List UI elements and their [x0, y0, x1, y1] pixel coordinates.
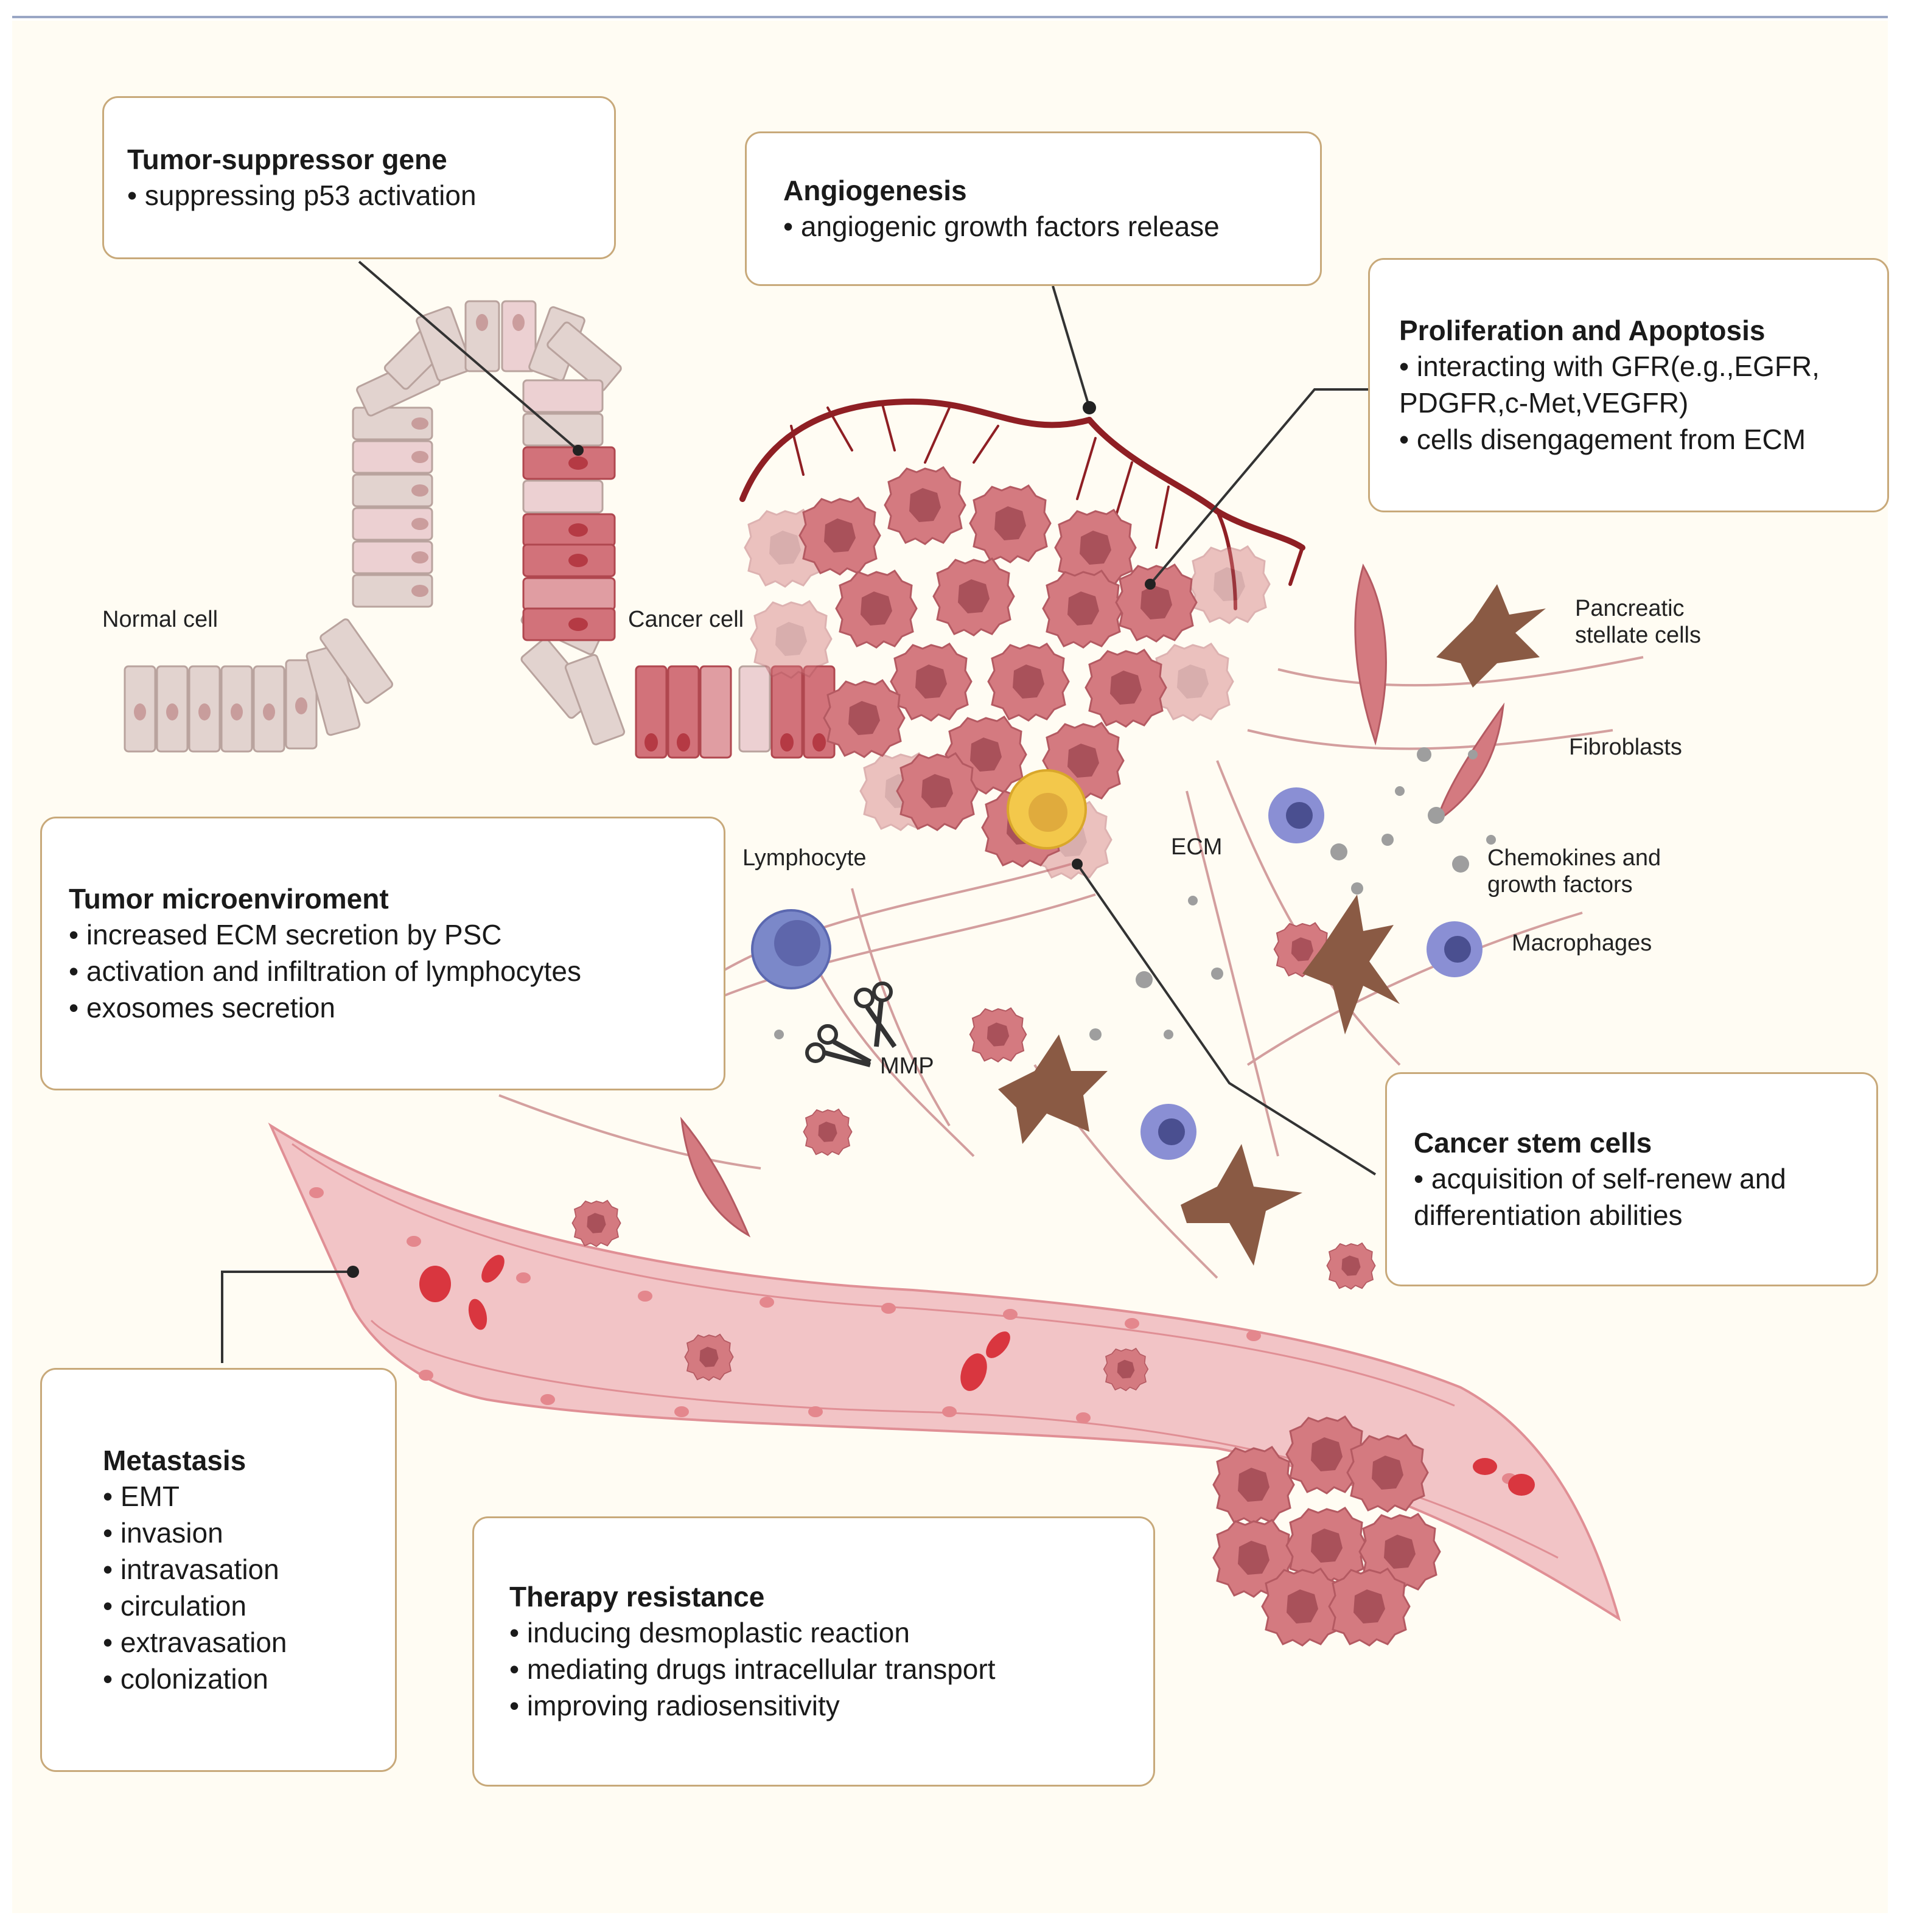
cancer-cell-label: Cancer cell	[628, 607, 744, 632]
label-line: growth factors	[1487, 872, 1633, 898]
chemokines-label: Chemokines and growth factors	[1487, 845, 1661, 898]
cancer-stem-cell	[1007, 769, 1087, 849]
box-item: • circulation	[103, 1590, 246, 1622]
box-item: differentiation abilities	[1414, 1199, 1683, 1231]
box-item: • acquisition of self-renew and	[1414, 1163, 1786, 1194]
box-item: • invasion	[103, 1517, 223, 1549]
box-item: • increased ECM secretion by PSC	[69, 919, 502, 950]
immune-cells	[751, 787, 1483, 1160]
macrophages-label: Macrophages	[1512, 930, 1652, 956]
red-blood-cells	[419, 1255, 1535, 1496]
tumor-microenvironment-box: Tumor microenviroment • increased ECM se…	[40, 817, 725, 1090]
ecm-label: ECM	[1171, 834, 1223, 860]
therapy-resistance-box: Therapy resistance • inducing desmoplast…	[472, 1516, 1155, 1787]
box-title: Tumor microenviroment	[69, 883, 389, 915]
cancer-stem-cells-box: Cancer stem cells • acquisition of self-…	[1385, 1072, 1878, 1286]
metastatic-cluster	[1212, 1415, 1441, 1647]
fibroblasts-label: Fibroblasts	[1569, 734, 1682, 760]
fibroblasts	[680, 563, 1505, 1238]
box-item: • extravasation	[103, 1627, 287, 1658]
angiogenesis-box: Angiogenesis • angiogenic growth factors…	[745, 131, 1322, 286]
angiogenic-vessels	[739, 398, 1305, 610]
box-item: • cells disengagement from ECM	[1399, 424, 1806, 455]
scissors-icon	[805, 982, 897, 1067]
box-item: • interacting with GFR(e.g.,EGFR,	[1399, 350, 1820, 382]
label-line: stellate cells	[1575, 622, 1701, 648]
lymphocyte-label: Lymphocyte	[742, 845, 867, 871]
box-title: Therapy resistance	[509, 1581, 765, 1613]
cancer-epithelium	[522, 446, 836, 759]
box-item: • angiogenic growth factors release	[783, 211, 1220, 242]
label-line: Pancreatic	[1575, 596, 1685, 621]
top-border-line	[12, 16, 1888, 18]
stellate-cells	[998, 584, 1546, 1266]
box-item: PDGFR,c-Met,VEGFR)	[1399, 387, 1689, 419]
box-item: • activation and infiltration of lymphoc…	[69, 955, 581, 987]
box-title: Metastasis	[103, 1445, 246, 1476]
box-item: • improving radiosensitivity	[509, 1690, 840, 1721]
chemokine-particles	[774, 747, 1496, 1041]
normal-epithelium	[124, 300, 836, 759]
normal-cell-label: Normal cell	[102, 607, 218, 632]
leader-dots	[347, 401, 1156, 1278]
box-title: Tumor-suppressor gene	[127, 144, 447, 175]
box-item: • suppressing p53 activation	[127, 180, 477, 211]
box-title: Cancer stem cells	[1414, 1127, 1652, 1159]
proliferation-apoptosis-box: Proliferation and Apoptosis • interactin…	[1368, 258, 1889, 512]
box-item: • inducing desmoplastic reaction	[509, 1617, 910, 1648]
box-item: • colonization	[103, 1663, 268, 1695]
box-item: • mediating drugs intracellular transpor…	[509, 1653, 996, 1685]
box-title: Angiogenesis	[783, 175, 967, 206]
leader-lines	[221, 260, 1377, 1363]
box-item: • exosomes secretion	[69, 992, 335, 1024]
box-item: • EMT	[103, 1480, 180, 1512]
pancreatic-stellate-label: Pancreatic stellate cells	[1575, 595, 1701, 649]
label-line: Chemokines and	[1487, 845, 1661, 871]
metastasis-box: Metastasis • EMT • invasion • intravasat…	[40, 1368, 397, 1772]
box-title: Proliferation and Apoptosis	[1399, 315, 1766, 346]
tumor-suppressor-gene-box: Tumor-suppressor gene • suppressing p53 …	[102, 96, 616, 259]
mmp-label: MMP	[880, 1053, 934, 1079]
box-item: • intravasation	[103, 1554, 279, 1585]
